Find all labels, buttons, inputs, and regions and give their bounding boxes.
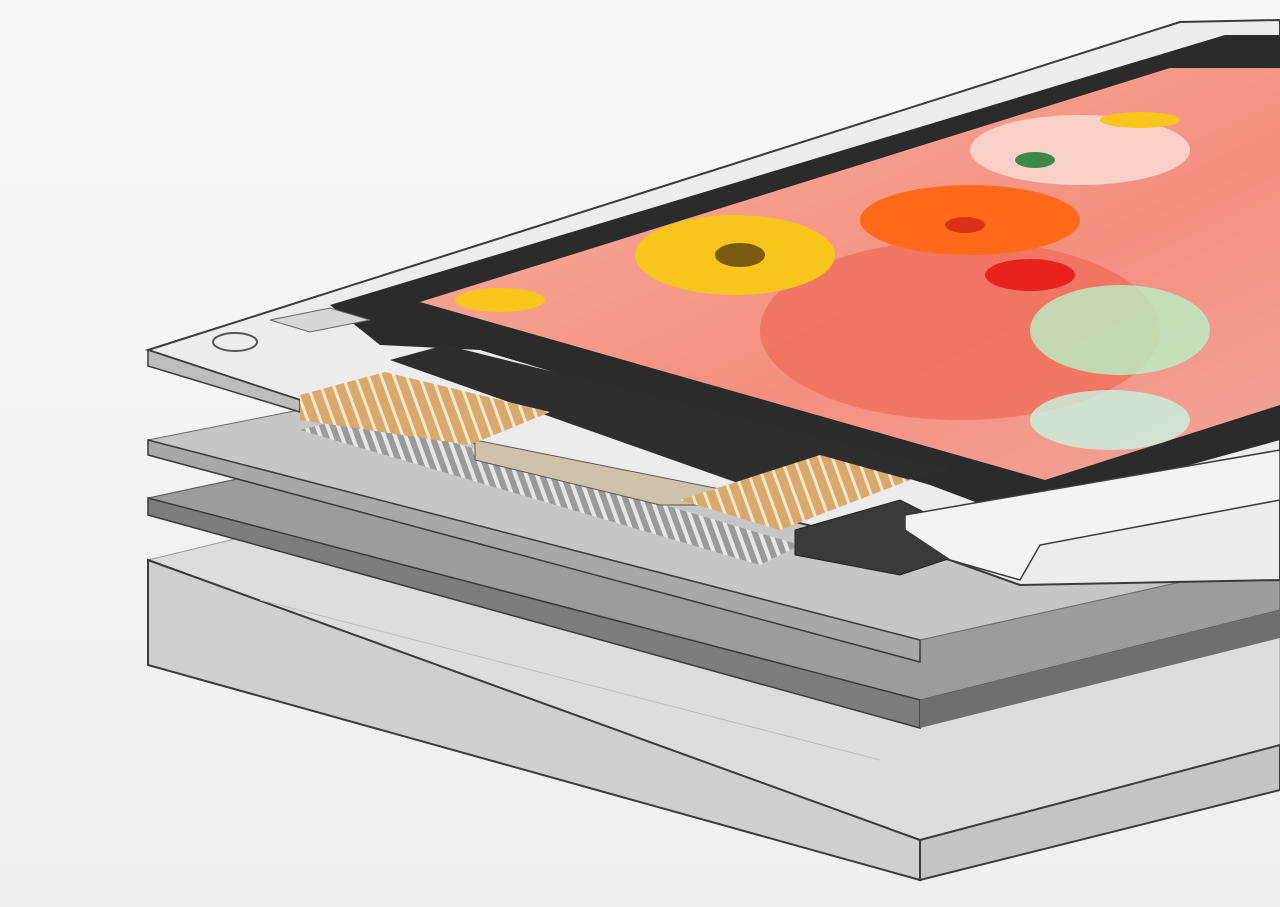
label-pad [269, 307, 371, 333]
corner-bracket [794, 499, 992, 576]
frame-right-lip [904, 449, 1280, 581]
base-right-face [919, 743, 1280, 882]
light-plate-front [147, 439, 921, 663]
connector-teeth [300, 415, 800, 565]
dark-plate-right [920, 610, 1280, 728]
screen-artwork [455, 112, 1210, 450]
yellow-flower-icon [635, 215, 835, 295]
upper-gold-contacts-right [680, 455, 910, 530]
upper-gold-contacts-left [300, 372, 550, 445]
mounting-hole-icon [212, 332, 258, 352]
pink-flower-icon [970, 115, 1190, 185]
lips-icon [985, 259, 1075, 291]
orange-flower-icon [860, 185, 1080, 255]
